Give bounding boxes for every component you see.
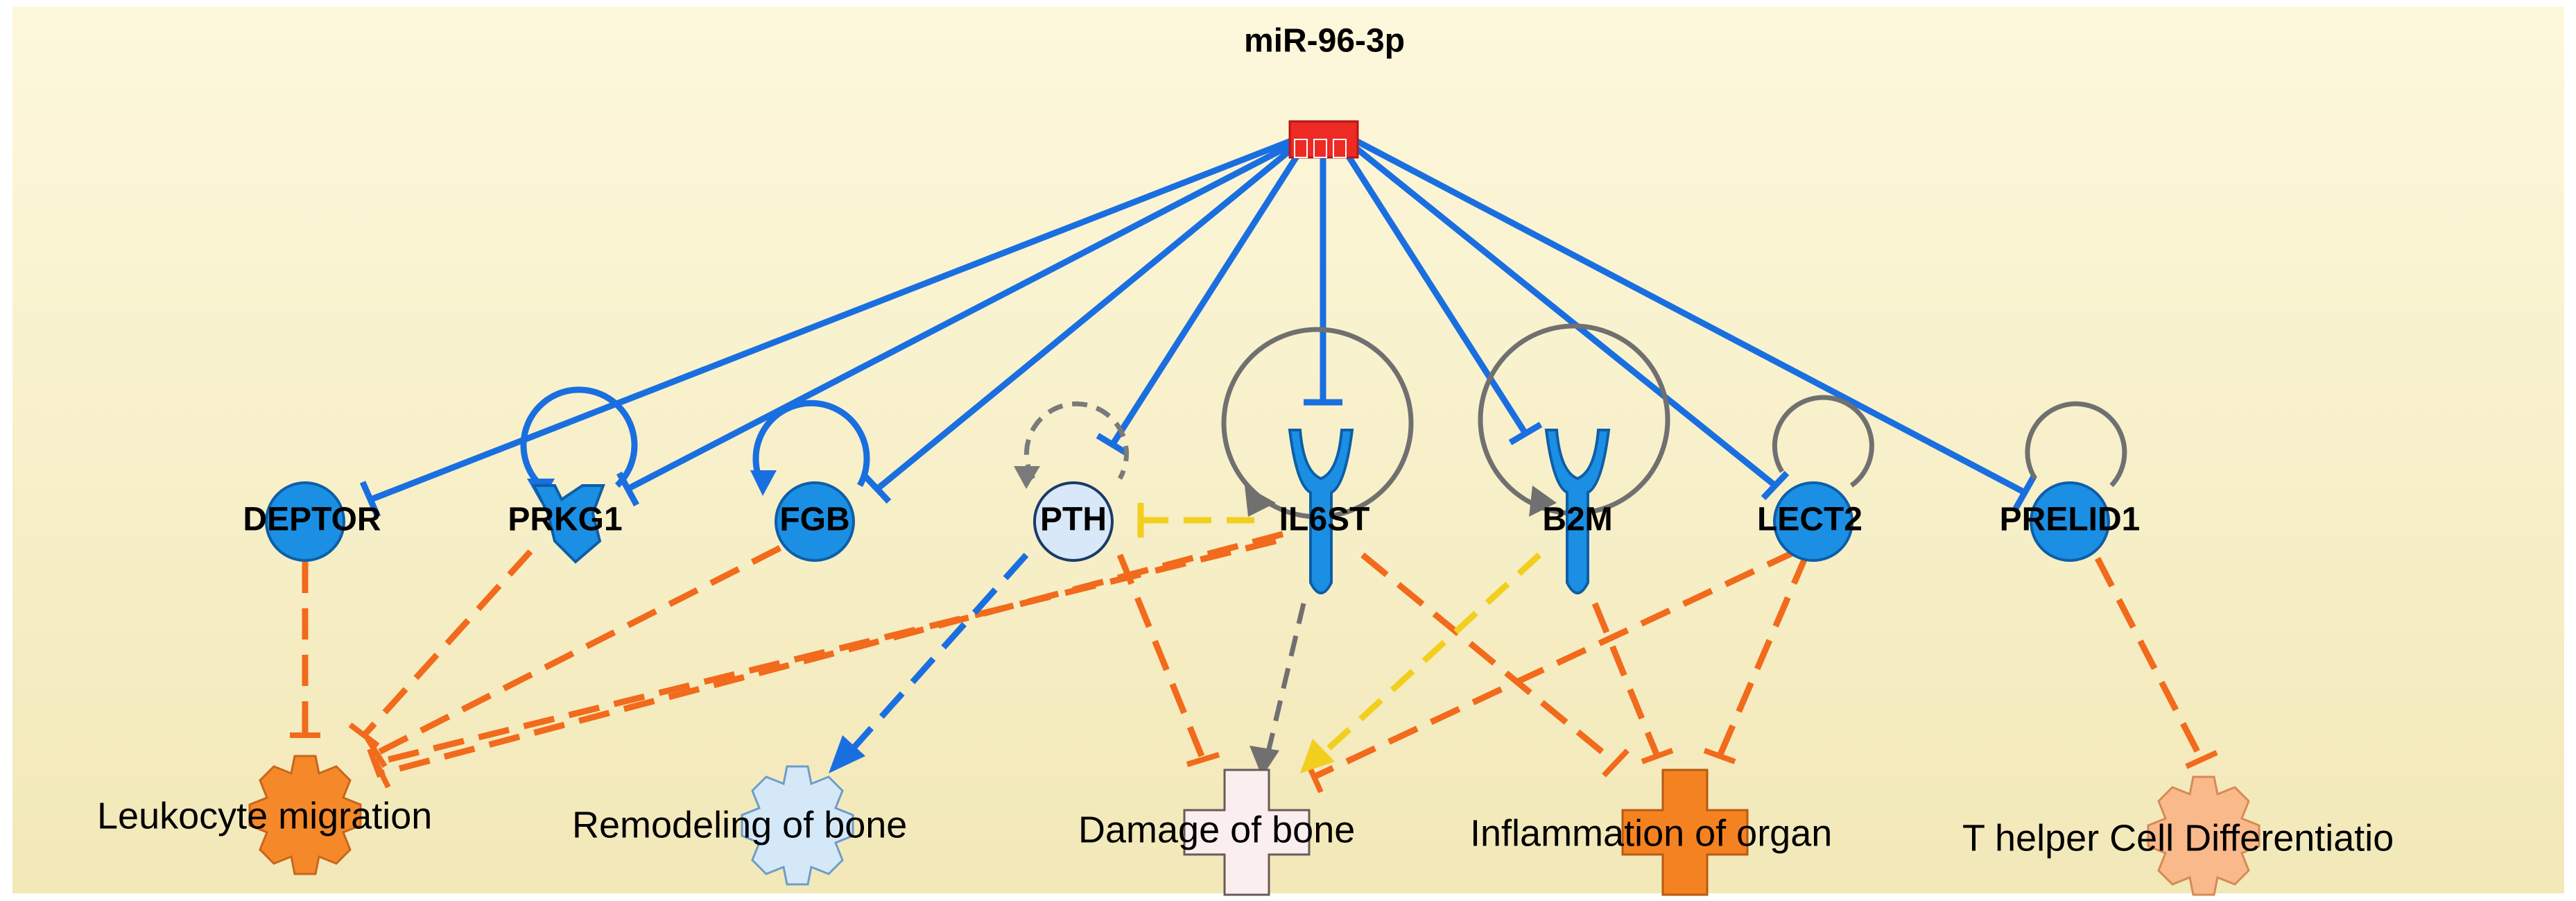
edge-mir-b2m [1339,144,1528,436]
edge-mir-pth [1110,144,1306,446]
function-damage-label: Damage of bone [1078,809,1355,850]
mirna-node[interactable] [1288,120,1359,159]
gene-deptor[interactable] [265,481,345,562]
edge-il6st-damage [1250,603,1306,777]
edge-prelid1-thelper [2095,556,2204,762]
gene-b2m[interactable] [1544,429,1611,594]
edge-mir-prelid1-bar [2013,474,2037,510]
loop-pth [1024,401,1129,480]
edge-b2m-damage [1300,552,1542,773]
function-inflammation-cross[interactable] [1621,769,1749,896]
gene-prkg1[interactable] [531,484,605,564]
gene-fgb[interactable] [775,481,855,562]
regulator-edges [359,135,2037,518]
edge-mir-fgb [875,139,1302,492]
edge-pth-damage [1116,554,1207,761]
edge-mir-lect2-bar [1761,470,1790,501]
edge-mir-fgb-bar [863,474,892,504]
gene-deptor-label: DEPTOR [243,501,381,538]
mirna-label: miR-96-3p [1244,23,1405,60]
function-thelper-label: T helper Cell Differentiatio [1962,817,2394,859]
edge-mir-b2m-bar [1508,422,1543,445]
function-leukocyte-gear[interactable] [248,755,362,875]
edge-prkg1-leukocyte [361,549,533,738]
edge-mir-lect2 [1347,139,1777,488]
edge-il6st-pth [1137,503,1269,538]
edge-lect2-inflammation [1716,554,1810,757]
orange-bars [290,722,2218,793]
edge-mir-prelid1 [1350,136,2027,495]
orange-edges [302,531,2204,780]
edge-lect2-leukocyte [380,531,1284,777]
function-remodeling-gear[interactable] [741,765,854,886]
gene-prkg1-label: PRKG1 [508,501,622,538]
edge-mir-prkg1 [625,139,1299,492]
edge-mir-deptor-bar [359,481,381,518]
edge-mir-pth-bar [1096,433,1130,456]
function-damage-cross[interactable] [1183,769,1311,896]
gene-lect2-label: LECT2 [1757,501,1862,538]
function-inflammation-label: Inflammation of organ [1470,812,1832,854]
gene-fgb-label: FGB [779,501,849,538]
loop-prkg1 [520,386,638,488]
gene-b2m-label: B2M [1542,501,1612,538]
loop-fgb-arrow [750,470,777,496]
gene-il6st[interactable] [1288,429,1354,594]
gene-prelid1[interactable] [2030,481,2110,562]
function-leukocyte-label: Leukocyte migration [97,795,432,836]
loop-pth-arrow [1014,466,1040,489]
loop-fgb [752,400,870,488]
edge-pth-remodeling [829,552,1029,773]
edge-lect2-damage [1313,548,1797,780]
function-remodeling-label: Remodeling of bone [572,804,907,846]
loop-prelid1 [2025,401,2127,488]
gene-pth-label: PTH [1040,501,1107,538]
gene-pth[interactable] [1033,481,1114,562]
edge-fgb-leukocyte [376,544,782,756]
function-thelper-gear[interactable] [2147,775,2261,896]
gene-lect2[interactable] [1773,481,1853,562]
gene-prelid1-label: PRELID1 [2000,501,2141,538]
loop-il6st-arrow [1245,486,1276,517]
edge-il6st-inflammation [1360,552,1618,766]
loop-b2m-arrow [1529,486,1557,517]
gene-il6st-label: IL6ST [1279,501,1370,538]
loop-lect2 [1772,395,1874,488]
edge-b2m-inflammation [1591,602,1661,757]
